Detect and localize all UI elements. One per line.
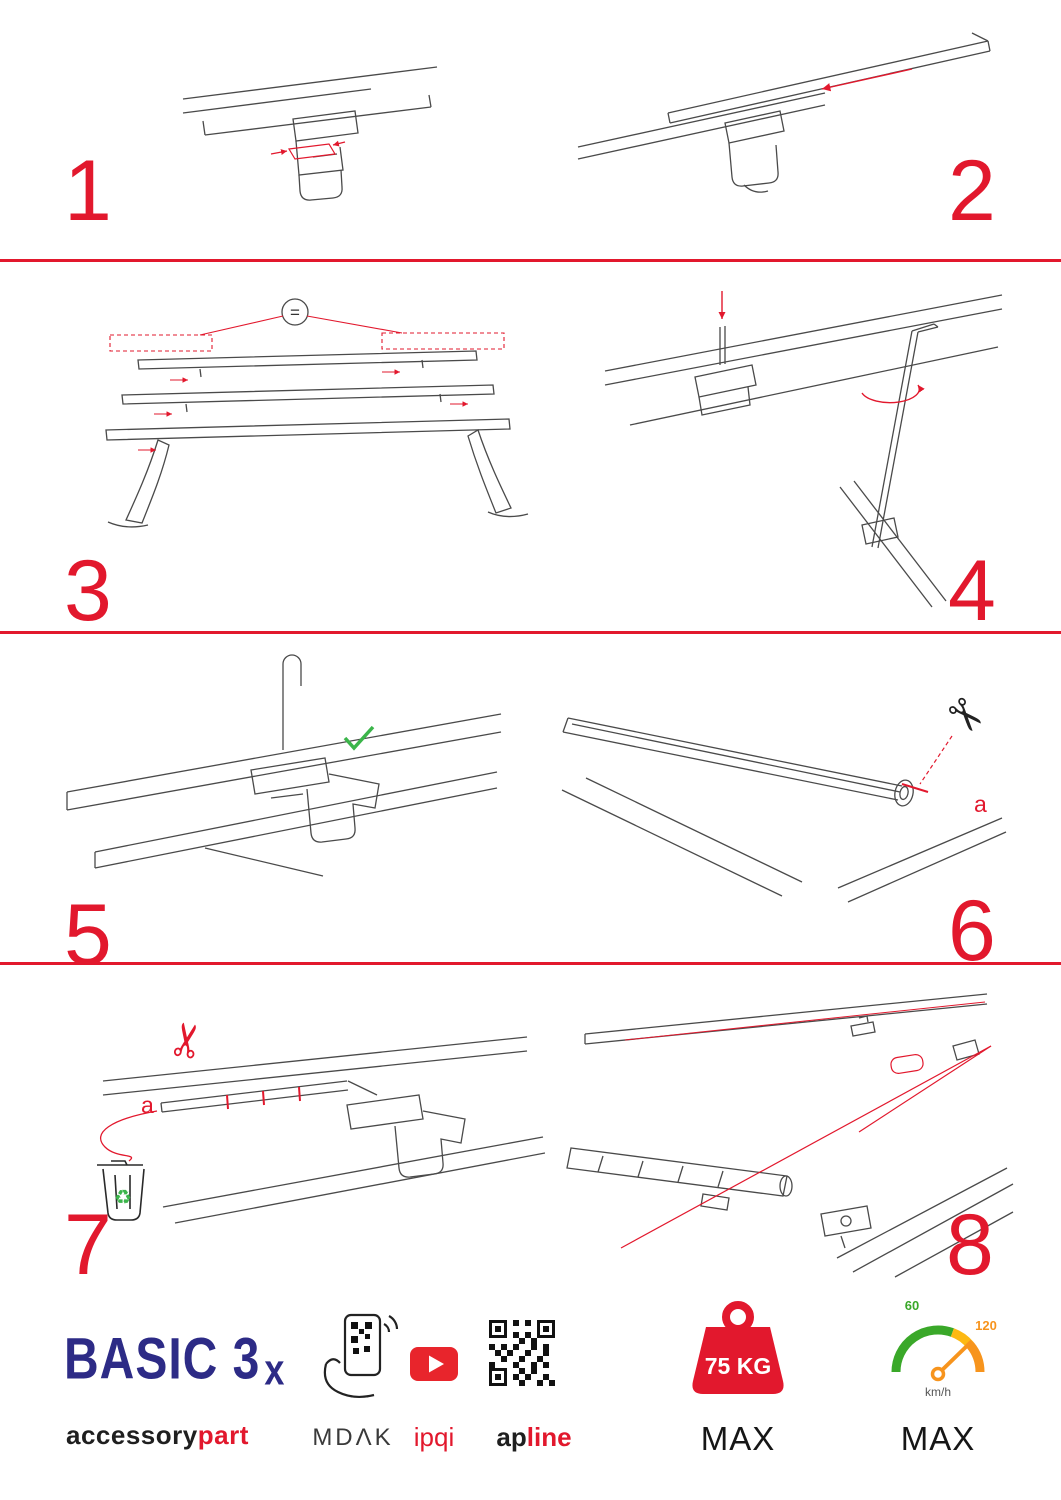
step-7-drawing: ♻ ✂ a <box>97 1017 545 1224</box>
hex-key-art <box>604 294 1003 608</box>
product-name-main: BASIC 3 <box>64 1327 261 1392</box>
speed-max-label: MAX <box>900 1420 976 1457</box>
logo-apline-black: ap <box>496 1422 527 1452</box>
slide-direction-arrow <box>821 68 913 92</box>
scissors-icon: ✂ <box>158 1017 216 1064</box>
bar-slide-art <box>577 32 991 193</box>
cut-guides <box>901 735 953 793</box>
product-name-suffix: x <box>264 1344 286 1395</box>
step-6-drawing: ✂ a <box>561 686 1007 903</box>
step-1-number: 1 <box>64 143 112 239</box>
crossbars-art <box>105 298 529 528</box>
door-frame-clamp-art <box>182 66 438 201</box>
bar-end-art <box>561 717 1007 903</box>
section-divider-2 <box>0 631 1061 634</box>
speed-high-label: 120 <box>975 1318 997 1333</box>
scissors-icon: ✂ <box>934 686 995 746</box>
step-4-drawing <box>604 291 1003 608</box>
logo-mdak: MDΛK <box>312 1424 394 1451</box>
step-4-number: 4 <box>948 543 996 639</box>
insert-and-turn-arrows <box>718 291 925 404</box>
brand-part-red: part <box>197 1420 249 1450</box>
equal-overhang-label: = <box>290 303 300 322</box>
step-8-drawing <box>566 993 1014 1278</box>
speed-limit-icon: 60 120 km/h <box>891 1298 997 1399</box>
step-2-drawing <box>577 32 991 193</box>
weight-max-label: MAX <box>700 1420 776 1457</box>
logo-ipqi: ipqi <box>413 1422 455 1452</box>
step-7-number: 7 <box>64 1197 112 1293</box>
speed-low-label: 60 <box>905 1298 919 1313</box>
section-divider-1 <box>0 259 1061 262</box>
step-5-drawing <box>66 654 502 877</box>
logo-apline-red: line <box>526 1422 572 1452</box>
weight-value: 75 KG <box>705 1353 771 1379</box>
brand-wordmark: accessorypart <box>66 1420 249 1451</box>
section-divider-3 <box>0 962 1061 965</box>
weight-limit-icon: 75 KG <box>692 1301 784 1394</box>
clamp-pad-highlight <box>270 140 346 160</box>
speed-unit-label: km/h <box>925 1385 951 1399</box>
alignment-guides <box>620 1001 992 1249</box>
cut-label-a: a <box>974 791 987 817</box>
step-6-number: 6 <box>948 883 996 979</box>
step-8-number: 8 <box>946 1197 994 1293</box>
strip-discard-art <box>102 1036 545 1224</box>
qr-code <box>489 1320 555 1386</box>
step-1-drawing <box>182 66 438 201</box>
cut-marks <box>99 1086 301 1162</box>
brand-part-black: accessory <box>66 1420 198 1450</box>
mounted-clamp-art <box>66 654 502 877</box>
youtube-icon <box>410 1347 458 1381</box>
phone-qr-icon <box>323 1313 399 1399</box>
recycle-icon: ♻ <box>114 1187 132 1209</box>
equal-distance-marks <box>109 315 505 453</box>
check-icon <box>343 725 375 751</box>
step-3-number: 3 <box>64 543 112 639</box>
cut-label-a: a <box>141 1092 154 1118</box>
logo-apline: apline <box>486 1422 582 1453</box>
step-2-number: 2 <box>948 143 996 239</box>
step-5-number: 5 <box>64 887 112 983</box>
trash-icon <box>97 1160 145 1221</box>
step-3-drawing: = <box>105 298 529 528</box>
